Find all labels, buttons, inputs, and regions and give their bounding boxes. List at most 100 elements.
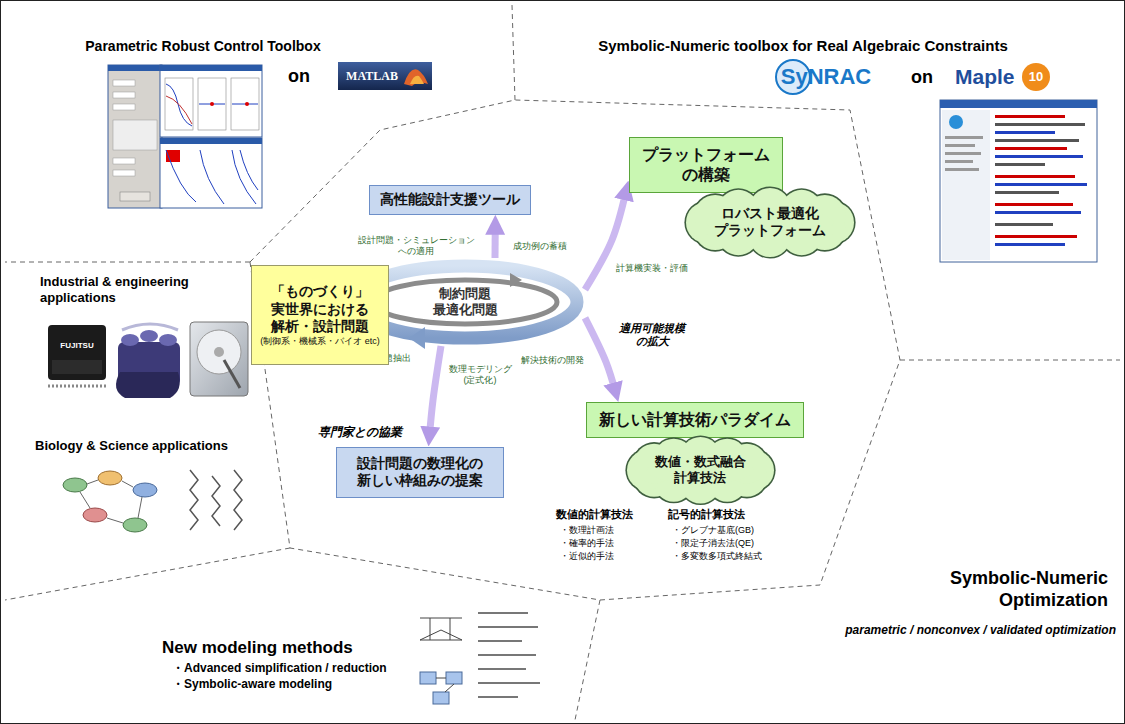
equation-figure-part xyxy=(478,682,540,684)
toolbox-screenshot-part xyxy=(160,138,262,144)
region-divider-part xyxy=(250,100,900,600)
cycle-step: 設計問題・シミュレーション への適用 xyxy=(356,235,477,257)
text-line: の構築 xyxy=(642,165,770,185)
flow-arrow xyxy=(429,346,441,437)
list-item: ・確率的手法 xyxy=(560,538,614,549)
equation-figure-part xyxy=(478,696,518,698)
equation-figure-part xyxy=(445,684,454,692)
synrac-screenshot-part xyxy=(949,115,963,129)
biology-figure-part xyxy=(123,518,147,532)
matlab-logo-part xyxy=(338,62,432,90)
hdd-photo-part xyxy=(224,360,240,388)
list-heading: 記号的計算技法 xyxy=(668,508,745,521)
equation-figure-part xyxy=(436,678,446,679)
synrac-screenshot-part xyxy=(940,100,1097,108)
chip-photo-part xyxy=(52,360,102,374)
toolbox-screenshot-part xyxy=(210,102,214,106)
node-text: 設計問題の数理化の 新しい枠組みの提案 xyxy=(357,455,483,490)
biology-figure-part xyxy=(212,476,220,526)
cycle-step: 数理モデリング (定式化) xyxy=(447,364,514,386)
list-item: ・近似的手法 xyxy=(560,551,614,562)
biology-figure xyxy=(63,470,242,532)
synrac-screenshot-part xyxy=(942,110,990,260)
hdd-photo xyxy=(190,322,248,396)
chip-brand: FUJITSU xyxy=(60,341,93,351)
toolbox-screenshot-part xyxy=(200,150,224,204)
equation-figure-part xyxy=(446,672,462,684)
node-text: プラットフォーム の構築 xyxy=(642,145,770,185)
synrac-screenshot-part xyxy=(995,183,1087,186)
maple-logo xyxy=(1022,63,1050,91)
toolbox-screenshot-part xyxy=(160,65,262,71)
logo-text: SyNRAC xyxy=(781,64,871,90)
node-text: 制約問題 最適化問題 xyxy=(433,286,498,319)
text-line: プラットフォーム xyxy=(714,222,826,240)
equation-figure-part xyxy=(478,626,538,628)
equation-figure-part xyxy=(478,654,536,656)
node-text: 数値・数式融合 計算技法 xyxy=(655,454,746,487)
logo-text: Maple xyxy=(955,64,1015,89)
cycle-ring-outer xyxy=(353,266,577,338)
biology-figure-part xyxy=(122,481,133,487)
section-title: Symbolic-Numeric toolbox for Real Algebr… xyxy=(598,37,1008,55)
hdd-photo-part xyxy=(214,347,224,357)
platform-box: プラットフォーム の構築 xyxy=(629,137,783,193)
engine-photo-part xyxy=(140,330,158,342)
synrac-screenshot-part xyxy=(995,243,1065,246)
text-line: 計算技法 xyxy=(655,470,746,486)
text-line: 設計問題の数理化の xyxy=(357,455,483,473)
toolbox-screenshot-part xyxy=(160,138,262,208)
text-line: (定式化) xyxy=(449,375,512,386)
toolbox-screenshot-part xyxy=(113,158,135,164)
list-item: ・多変数多項式終結式 xyxy=(672,551,762,562)
synrac-screenshot-part xyxy=(995,139,1079,142)
region-divider-part xyxy=(5,548,290,600)
chip-photo-part xyxy=(48,385,106,388)
engine-photo-part xyxy=(122,324,178,330)
biology-figure-part xyxy=(63,478,87,492)
toolbox-screenshot-part xyxy=(113,80,135,86)
cycle-step: 計算機実装・評価 xyxy=(614,263,690,274)
technique-cloud: 数値・数式融合 計算技法 xyxy=(627,437,774,504)
synrac-screenshot-part xyxy=(945,144,975,147)
biology-figure-part xyxy=(234,470,242,530)
chip-photo-part xyxy=(48,325,106,380)
region-divider xyxy=(5,5,1120,720)
cycle-step: 解決技術の開発 xyxy=(519,355,586,366)
toolbox-screenshot-part xyxy=(166,150,196,202)
flow-arrow xyxy=(585,318,616,393)
flow-arrow xyxy=(492,225,499,258)
toolbox-screenshot-part xyxy=(113,120,157,150)
engine-photo-part xyxy=(159,334,177,346)
paradigm-box: 新しい計算技術パラダイム xyxy=(586,402,804,438)
subtitle: parametric / nonconvex / validated optim… xyxy=(845,623,1116,637)
synrac-screenshot-part xyxy=(995,235,1077,238)
list-item: ・数理計画法 xyxy=(560,525,614,536)
engine-photo xyxy=(116,324,180,398)
matlab-logo-part xyxy=(404,69,428,86)
equation-figure-part xyxy=(420,630,462,640)
synrac-screenshot-part xyxy=(945,152,981,155)
biology-figure-part xyxy=(87,480,98,484)
equation-figure-part xyxy=(430,618,431,640)
synrac-screenshot-part xyxy=(995,155,1083,158)
synrac-screenshot xyxy=(940,100,1097,262)
biology-figure-part xyxy=(98,471,122,485)
text-line: プラットフォーム xyxy=(642,145,770,165)
toolbox-screenshot-part xyxy=(108,65,162,71)
text-line: への適用 xyxy=(358,246,475,257)
tool-box: 高性能設計支援ツール xyxy=(369,185,531,215)
section-title: Biology & Science applications xyxy=(35,438,228,454)
synrac-screenshot-part xyxy=(995,175,1075,178)
biology-figure-part xyxy=(133,483,157,497)
equation-figure xyxy=(420,612,540,704)
flow-arrow xyxy=(585,190,626,289)
section-title: Parametric Robust Control Toolbox xyxy=(85,38,320,55)
toolbox-screenshot-part xyxy=(245,102,249,106)
biology-figure-part xyxy=(190,470,198,530)
list-item: ・グレブナ基底(GB) xyxy=(672,525,754,536)
toolbox-screenshot-part xyxy=(113,92,135,98)
matlab-logo-part xyxy=(410,76,424,84)
problem-box: 「ものづくり」 実世界における 解析・設計問題(制御系・機械系・バイオ etc) xyxy=(251,265,389,365)
